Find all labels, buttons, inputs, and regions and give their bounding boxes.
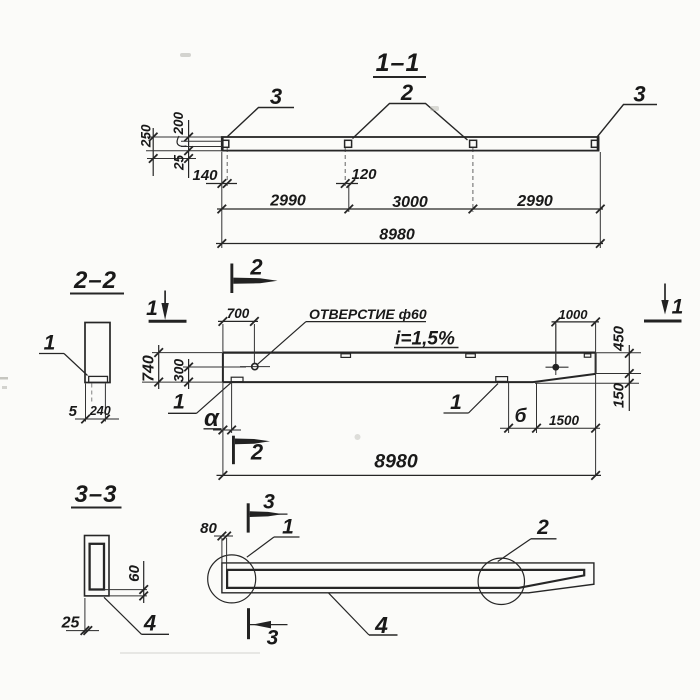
svg-text:740: 740 [141, 355, 158, 382]
svg-text:2: 2 [400, 80, 414, 105]
svg-text:4: 4 [143, 611, 156, 636]
svg-text:α: α [204, 405, 220, 432]
svg-text:240: 240 [89, 404, 111, 418]
svg-text:25: 25 [61, 615, 81, 632]
svg-text:б: б [515, 406, 528, 427]
svg-text:140: 140 [192, 167, 218, 184]
svg-text:150: 150 [611, 382, 628, 408]
svg-text:80: 80 [200, 520, 217, 537]
svg-text:1: 1 [672, 296, 684, 319]
svg-text:120: 120 [351, 166, 377, 183]
svg-text:450: 450 [611, 325, 628, 352]
svg-text:3000: 3000 [392, 194, 428, 211]
svg-text:2990: 2990 [269, 193, 306, 210]
svg-text:1000: 1000 [559, 307, 589, 322]
svg-text:1: 1 [146, 297, 158, 320]
svg-text:8980: 8980 [374, 451, 418, 473]
svg-text:4: 4 [374, 612, 388, 638]
svg-text:1: 1 [450, 391, 462, 414]
svg-text:1: 1 [44, 332, 56, 355]
svg-text:8980: 8980 [379, 227, 415, 244]
svg-text:1: 1 [173, 391, 185, 414]
svg-text:250: 250 [139, 124, 154, 148]
svg-text:ОТВЕРСТИЕ ф60: ОТВЕРСТИЕ ф60 [309, 306, 427, 322]
svg-text:300: 300 [171, 359, 187, 383]
svg-text:200: 200 [171, 111, 186, 135]
svg-text:3–3: 3–3 [74, 481, 117, 508]
svg-text:2: 2 [250, 440, 264, 465]
svg-text:i=1,5%: i=1,5% [395, 329, 455, 350]
svg-text:1: 1 [282, 516, 294, 539]
svg-text:1500: 1500 [549, 413, 580, 428]
svg-text:25: 25 [172, 155, 187, 172]
svg-text:3: 3 [270, 84, 282, 109]
svg-text:700: 700 [227, 306, 250, 321]
svg-text:1–1: 1–1 [376, 49, 421, 77]
svg-text:3: 3 [633, 82, 645, 107]
svg-text:60: 60 [126, 565, 143, 582]
svg-text:3: 3 [267, 627, 279, 650]
svg-text:2990: 2990 [516, 193, 553, 210]
svg-text:5: 5 [69, 403, 78, 420]
svg-text:2: 2 [536, 516, 549, 539]
svg-text:2: 2 [249, 255, 263, 280]
svg-text:3: 3 [263, 491, 275, 514]
svg-text:2–2: 2–2 [73, 267, 117, 294]
